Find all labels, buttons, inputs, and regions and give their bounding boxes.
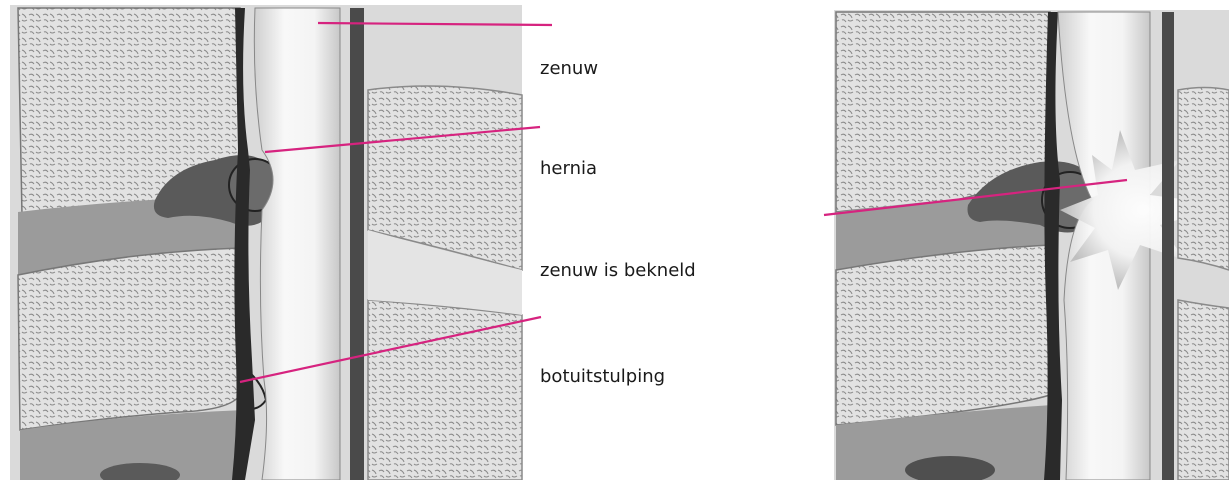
lower-vertebra — [18, 248, 240, 430]
left-spine-illustration — [10, 5, 522, 480]
label-pinched-nerve: zenuw is bekneld — [540, 262, 696, 280]
right-spine-illustration — [834, 10, 1229, 480]
label-bone-spur: botuitstulping — [540, 368, 665, 386]
label-hernia: hernia — [540, 160, 597, 178]
label-nerve: zenuw — [540, 60, 598, 78]
nerve — [254, 8, 340, 480]
